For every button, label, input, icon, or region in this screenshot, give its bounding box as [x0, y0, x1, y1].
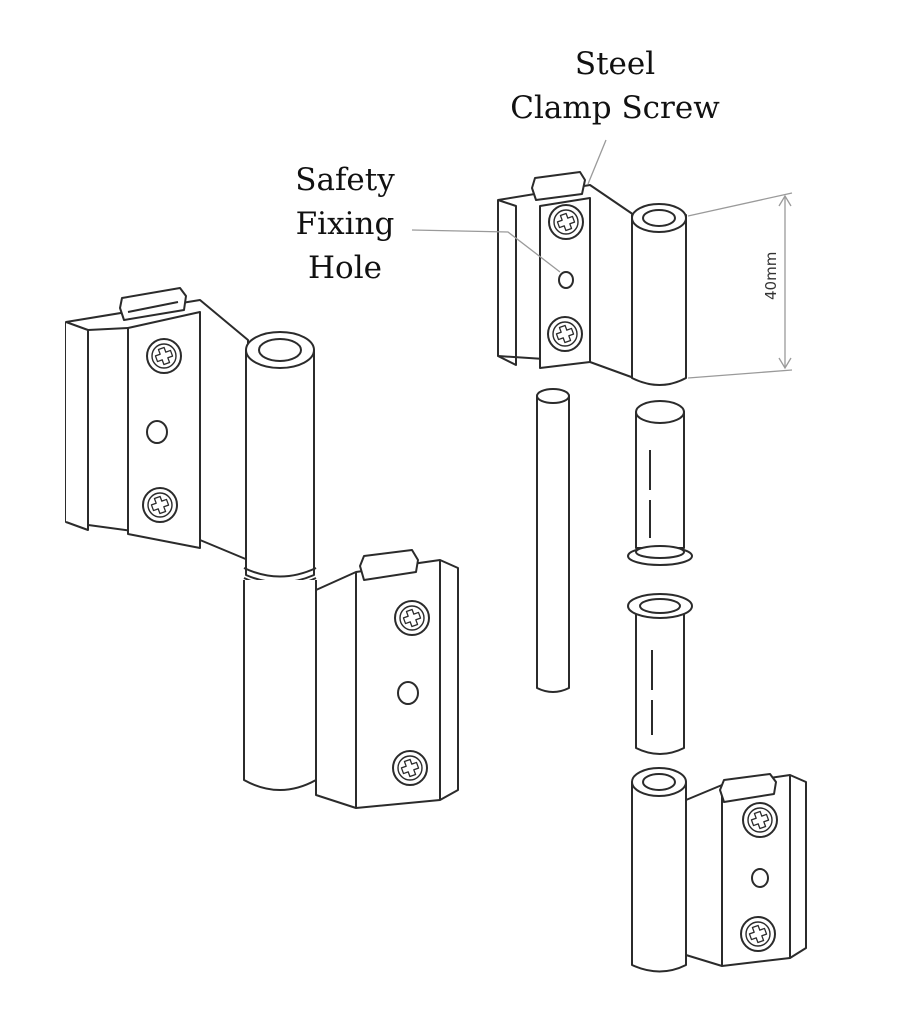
- assembled-hinge: [65, 287, 459, 809]
- label-line: Steel: [574, 46, 656, 82]
- bottom-leaf: [631, 767, 807, 973]
- dimension-label: 40mm: [762, 252, 780, 300]
- leader-clamp-screw: [587, 139, 607, 185]
- label-line: Safety: [295, 162, 395, 198]
- label-line: Fixing: [295, 206, 395, 242]
- hinge-pin: [536, 388, 570, 693]
- label-line: Hole: [308, 250, 382, 286]
- leader-fixing-hole: [411, 229, 561, 273]
- upper-bushing: [627, 400, 693, 566]
- dimension-ext-top: [687, 192, 793, 217]
- top-leaf: [497, 171, 687, 386]
- steel-clamp-screw-label: Steel Clamp Screw: [498, 42, 732, 130]
- dimension-ext-bottom: [687, 369, 793, 379]
- safety-fixing-hole-label: Safety Fixing Hole: [270, 158, 420, 290]
- label-line: Clamp Screw: [510, 90, 720, 126]
- lower-bushing: [627, 593, 693, 755]
